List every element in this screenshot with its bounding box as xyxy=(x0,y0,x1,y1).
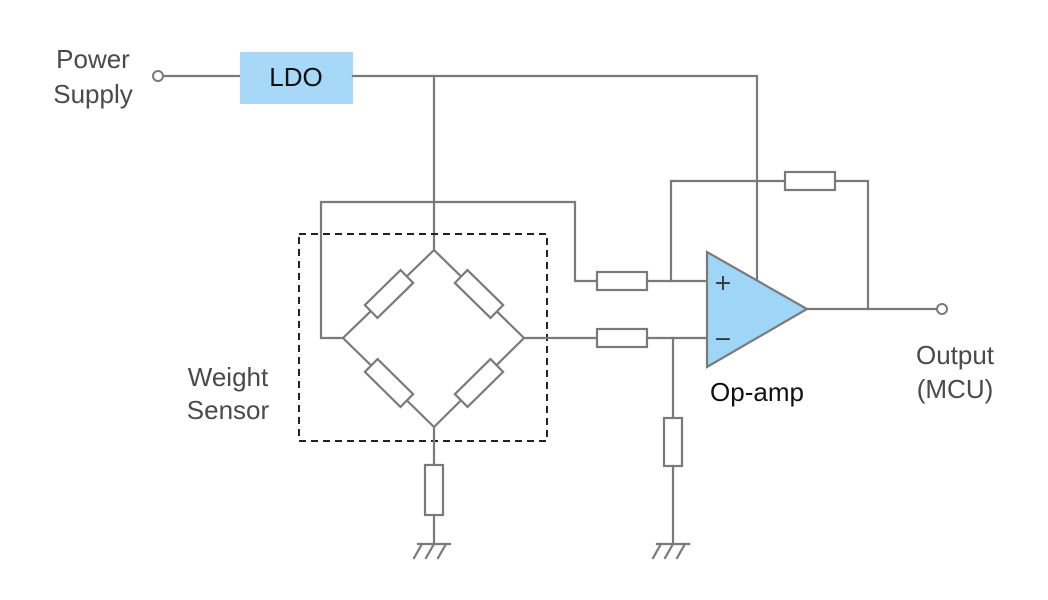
supply-rail-wire xyxy=(351,74,759,281)
plus-input-resistor xyxy=(595,270,649,292)
bridge-resistor-1 xyxy=(363,268,415,320)
feedback-wire-left xyxy=(669,179,787,283)
power-terminal xyxy=(152,70,164,82)
output-terminal xyxy=(936,303,948,315)
ground-icon xyxy=(651,542,691,560)
bridge-resistor-2 xyxy=(453,268,505,320)
opamp-label: Op-amp xyxy=(710,377,804,407)
feedback-wire-right xyxy=(833,179,870,311)
output-label-1: Output xyxy=(916,340,995,370)
opamp-triangle xyxy=(705,250,810,369)
opamp-plus-sign: + xyxy=(714,271,732,296)
bridge-ground-resistor xyxy=(423,463,445,517)
feedback-resistor xyxy=(783,170,837,192)
bridge-diamond xyxy=(341,248,526,429)
ground-icon xyxy=(412,542,452,560)
power-supply-label-2: Supply xyxy=(53,79,133,109)
ldo-block xyxy=(240,52,353,104)
weight-sensor-label-2: Sensor xyxy=(187,395,270,425)
weight-sensor-label-1: Weight xyxy=(188,362,269,392)
ldo-label: LDO xyxy=(269,62,322,92)
bridge-resistor-3 xyxy=(363,357,415,409)
bridge-left-wire xyxy=(319,200,599,340)
opamp-minus-sign: − xyxy=(714,327,732,352)
bridge-resistor-4 xyxy=(453,357,505,409)
output-label-2: (MCU) xyxy=(917,374,994,404)
minus-ground-resistor xyxy=(662,416,684,468)
minus-input-resistor xyxy=(595,327,649,349)
power-supply-label-1: Power xyxy=(56,44,130,74)
